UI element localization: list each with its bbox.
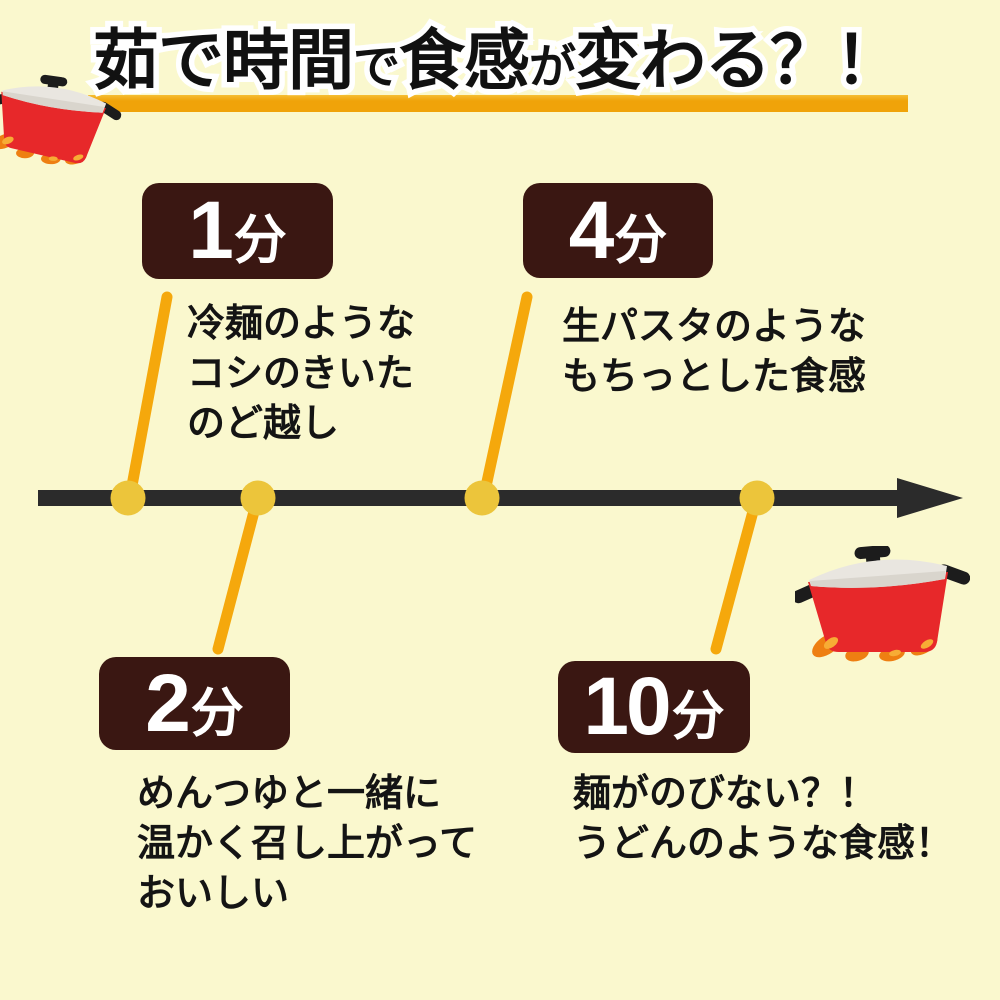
timeline-arrowhead-icon [897,478,963,518]
page-title-text: 茹で時間で食感が変わる？！ [93,16,901,116]
time-value-2min: 2 [145,658,191,749]
title-segment: 変わる？！ [570,18,907,103]
description-line: 冷麺のような [187,303,416,345]
dot-2min [240,480,276,516]
title-segment: が [524,35,582,99]
dot-10min [739,480,775,516]
time-unit-10min: 分 [671,687,725,746]
title-segment: 食感 [399,23,530,97]
description-line: コシのきいた [187,353,414,395]
time-badge-2min: 2分 [99,657,290,750]
dot-1min [110,480,146,516]
time-value-1min: 1 [188,185,234,276]
description-line: のど越し [187,403,340,445]
connector-10min [710,498,761,655]
timeline-dots [110,480,775,516]
description-4min: 生パスタのようなもちっとした食感 [562,302,866,402]
time-badge-1min: 1分 [142,183,333,279]
title-underline-bar [88,95,908,112]
time-value-10min: 10 [583,661,671,752]
title-segment: 食感 [394,18,536,103]
description-10min: 麺がのびない？！ うどんのような食感！ [573,769,953,869]
description-line: おいしい [137,873,290,915]
description-line: 温かく召し上がって [137,823,478,865]
title-segment: 茹で時間 [88,18,360,103]
connector-4min [479,291,533,497]
time-badge-10min: 10分 [558,661,750,753]
dot-4min [464,480,500,516]
time-badge-4min: 4分 [523,183,713,278]
description-line: 麺がのびない？！ [573,773,878,815]
pot-on-flames-icon-top-left [0,74,122,165]
title-segment: で [353,40,400,93]
description-line: 生パスタのような [562,306,867,348]
description-line: うどんのような食感！ [573,823,954,865]
description-2min: めんつゆと一緒に温かく召し上がっておいしい [137,769,477,919]
title-segment: が [529,40,576,93]
page-title-outline: 茹で時間で食感が変わる？！ [88,16,907,116]
title-segment: 茹で時間 [93,23,354,97]
pot-on-flames-icon-right [795,546,970,662]
description-line: もちっとした食感 [562,356,867,398]
time-unit-4min: 分 [614,211,668,270]
title-segment: で [348,35,406,99]
title-segment: 変わる？！ [575,23,901,97]
page-title: 茹で時間で食感が変わる？！ 茹で時間で食感が変わる？！ [88,16,907,116]
description-line: めんつゆと一緒に [137,773,442,815]
time-value-4min: 4 [568,185,615,276]
time-unit-2min: 分 [190,684,244,743]
description-1min: 冷麺のようなコシのきいたのど越し [187,299,415,449]
connector-1min [125,291,173,497]
time-unit-1min: 分 [233,211,287,270]
connector-2min [212,498,262,655]
